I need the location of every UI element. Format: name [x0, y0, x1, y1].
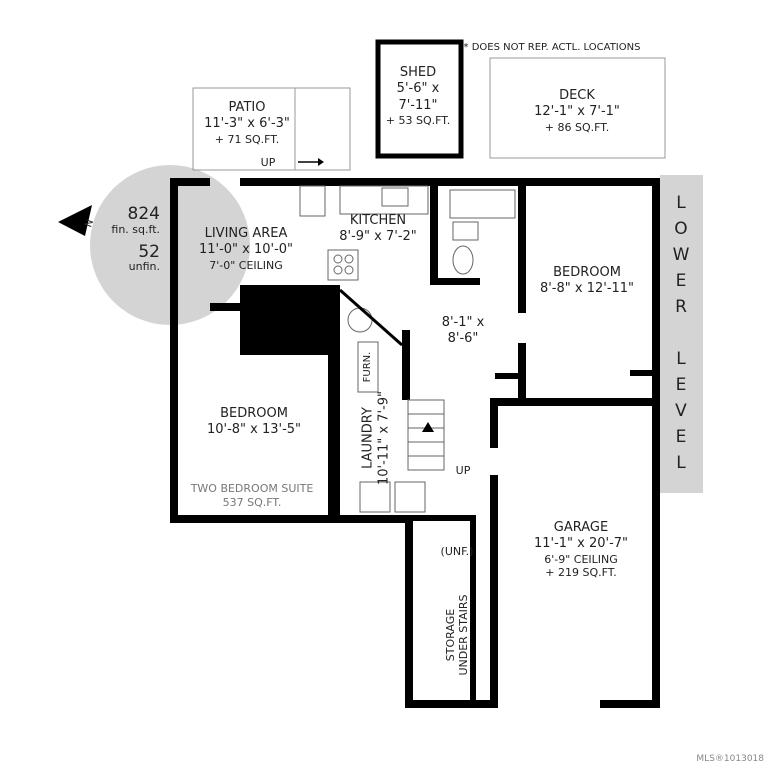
room-name: SHED — [399, 65, 437, 80]
room-dims: 11'-0" x 10'-0" — [198, 242, 294, 258]
shed-outline — [375, 39, 464, 159]
room-dims: 8'-1" x — [441, 315, 485, 330]
walls — [170, 178, 660, 708]
suite-area: 537 SQ.FT. — [222, 495, 282, 509]
room-area: + 53 SQ.FT. — [385, 113, 451, 127]
furnace-label: FURN. — [362, 351, 373, 383]
finished-area: 824 — [127, 204, 160, 224]
lower-level-band — [660, 175, 703, 493]
room-dims: 11'-1" x 20'-7" — [533, 536, 629, 552]
area-summary: 824 fin. sq.ft. 52 unfin. — [111, 205, 160, 274]
mls-watermark: MLS®1013018 — [696, 754, 764, 764]
room-dims: 12'-1" x 7'-1" — [534, 104, 620, 120]
fixtures — [299, 185, 516, 513]
room-dims: 10'-8" x 13'-5" — [206, 422, 302, 438]
room-name: UNDER STAIRS — [457, 594, 470, 676]
room-dims: 8'-9" x 7'-2" — [339, 229, 417, 245]
room-name: BEDROOM — [220, 406, 288, 421]
room-ceiling: 6'-9" CEILING — [544, 552, 618, 566]
room-dims: 10'-11" x 7'-9" — [376, 390, 391, 486]
room-ceiling: 7'-0" CEILING — [209, 258, 283, 272]
unfinished-area-label: unfin. — [128, 260, 160, 274]
finished-area-label: fin. sq.ft. — [111, 222, 160, 236]
unfinished-area: 52 — [138, 241, 160, 262]
storage-unfinished-label: (UNF.) — [440, 545, 474, 558]
disclaimer-note: * DOES NOT REP. ACTL. LOCATIONS — [463, 42, 641, 53]
patio-up-label: UP — [260, 156, 276, 169]
room-dims: 7'-11" — [398, 97, 438, 113]
room-name: GARAGE — [553, 520, 609, 535]
north-arrow-icon — [58, 205, 92, 236]
room-dims: 8'-8" x 12'-11" — [539, 281, 635, 297]
room-area: + 71 SQ.FT. — [214, 132, 280, 146]
room-area: + 219 SQ.FT. — [545, 566, 617, 580]
room-dims: 8'-6" — [447, 331, 479, 347]
room-name: STORAGE — [443, 608, 457, 662]
room-dims: 11'-3" x 6'-3" — [204, 116, 290, 132]
room-dims: 5'-6" x — [396, 81, 440, 97]
patio-outline — [192, 87, 351, 171]
room-name: LIVING AREA — [204, 226, 288, 241]
room-name: KITCHEN — [349, 213, 407, 228]
suite-name: TWO BEDROOM SUITE — [190, 482, 314, 495]
stairs-arrow-icon — [422, 422, 434, 432]
room-name: LAUNDRY — [360, 407, 376, 469]
room-name: DECK — [559, 88, 595, 103]
room-name: PATIO — [228, 100, 266, 115]
deck-outline — [489, 57, 666, 159]
stairs-up-label: UP — [455, 464, 471, 477]
room-name: BEDROOM — [553, 265, 621, 280]
room-area: + 86 SQ.FT. — [544, 120, 610, 134]
